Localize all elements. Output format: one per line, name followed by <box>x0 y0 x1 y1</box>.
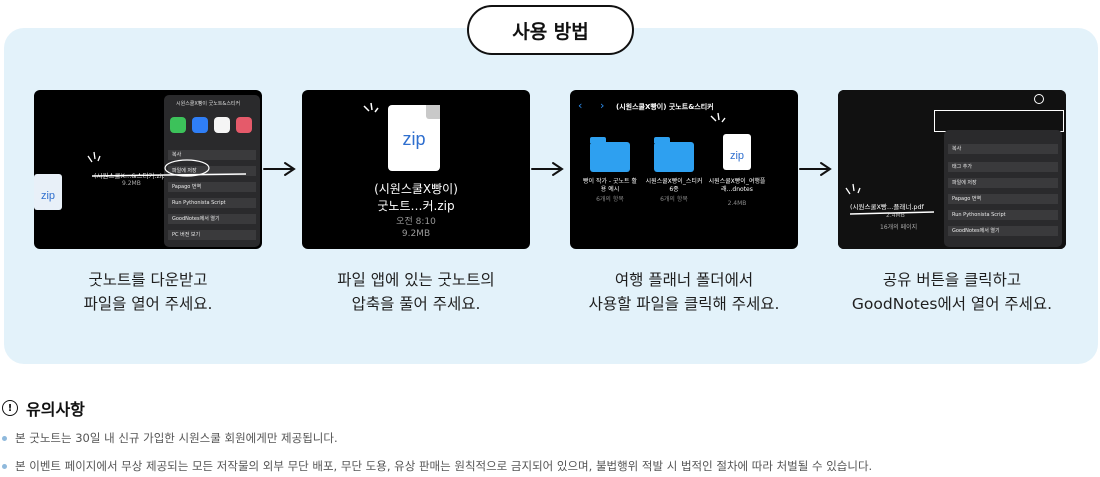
step-4-caption: 공유 버튼을 클릭하고 GoodNotes에서 열어 주세요. <box>851 271 1053 313</box>
photos-app-icon[interactable] <box>236 117 252 133</box>
notice-item: 본 이벤트 페이지에서 무상 제공되는 모든 저작물의 외부 무단 배포, 무단… <box>2 458 872 474</box>
menu-item-pythonista[interactable]: Run Pythonista Script <box>948 210 1058 221</box>
exclamation-circle-icon: ! <box>2 400 18 416</box>
page-count: 16개의 페이지 <box>880 224 918 231</box>
sheet-header: 시원스쿨X빵이 굿노트&스티커 <box>176 101 241 107</box>
back-chevron-icon[interactable]: ‹ <box>578 99 583 112</box>
zip-file-icon: zip <box>34 174 62 210</box>
share-sheet: 시원스쿨X빵이 굿노트&스티커 복사 파일에 저장 Papago 번역 Run … <box>164 95 260 247</box>
menu-item-add-tag[interactable]: 태그 추가 <box>948 162 1058 173</box>
mail-app-icon[interactable] <box>192 117 208 133</box>
folder-title: (시원스쿨X빵이) 굿노트&스티커 <box>616 103 714 111</box>
notice-heading: ! 유의사항 <box>2 396 85 420</box>
file-time: 오전 8:10 <box>396 217 436 227</box>
menu-item-pc-version[interactable]: PC 버전 보기 <box>168 230 256 241</box>
menu-item-save-to-files[interactable]: 파일에 저장 <box>168 166 256 177</box>
folder-meta: 6개의 항목 <box>660 196 688 203</box>
menu-item-pythonista[interactable]: Run Pythonista Script <box>168 198 256 209</box>
file-name: (시원스쿨X빵…플래너.pdf <box>850 203 924 211</box>
menu-item-save-to-files[interactable]: 파일에 저장 <box>948 178 1058 189</box>
menu-item-papago[interactable]: Papago 번역 <box>948 194 1058 205</box>
menu-item-goodnotes[interactable]: GoodNotes에서 열기 <box>948 226 1058 237</box>
file-size: 9.2MB <box>122 180 141 187</box>
folder-meta: 6개의 항목 <box>596 196 624 203</box>
highlight-annotation <box>845 183 935 215</box>
zip-file-icon: zip <box>388 105 440 171</box>
step-1-screenshot: zip (시원스쿨X…&스티커.zip 9.2MB 시원스쿨X빵이 굿노트&스티… <box>34 90 262 249</box>
menu-item-copy[interactable]: 복사 <box>948 144 1058 155</box>
how-to-title: 사용 방법 <box>467 5 634 55</box>
folder-name: 빵이 작가 - 굿노트 활용 예시 <box>583 178 637 193</box>
messages-app-icon[interactable] <box>170 117 186 133</box>
arrow-right-icon <box>531 162 564 176</box>
folder-name: 시원스쿨X빵이_스티커 6종 <box>645 178 703 193</box>
highlight-annotation <box>87 151 247 177</box>
share-sheet: 복사 태그 추가 파일에 저장 Papago 번역 Run Pythonista… <box>944 130 1062 247</box>
step-4-screenshot: 복사 태그 추가 파일에 저장 Papago 번역 Run Pythonista… <box>838 90 1066 249</box>
step-3-screenshot: ‹ › (시원스쿨X빵이) 굿노트&스티커 빵이 작가 - 굿노트 활용 예시 … <box>570 90 798 249</box>
menu-item-copy[interactable]: 복사 <box>168 150 256 161</box>
step-2-screenshot: zip (시원스쿨X빵이) 굿노트…커.zip 오전 8:10 9.2MB <box>302 90 530 249</box>
share-icon[interactable] <box>1034 94 1044 104</box>
notice-item: 본 굿노트는 30일 내 신규 가입한 시원스쿨 회원에게만 제공됩니다. <box>2 430 338 446</box>
sparkle-icon <box>363 102 379 113</box>
file-name: 시원스쿨X빵이_여행플래...dnotes <box>708 178 766 193</box>
zip-file-icon[interactable]: zip <box>723 134 751 170</box>
notes-app-icon[interactable] <box>214 117 230 133</box>
file-size: 2.4MB <box>886 212 905 219</box>
arrow-right-icon <box>263 162 296 176</box>
arrow-right-icon <box>799 162 832 176</box>
folder-icon[interactable] <box>654 137 694 172</box>
file-meta: 2.4MB <box>727 200 747 207</box>
forward-chevron-icon[interactable]: › <box>600 99 605 112</box>
sparkle-icon <box>710 112 726 123</box>
menu-item-goodnotes[interactable]: GoodNotes에서 열기 <box>168 214 256 225</box>
step-3-caption: 여행 플래너 폴더에서 사용할 파일을 클릭해 주세요. <box>588 271 780 313</box>
file-name-line1: (시원스쿨X빵이) <box>374 182 458 196</box>
file-size: 9.2MB <box>401 229 431 239</box>
step-1-caption: 굿노트를 다운받고 파일을 열어 주세요. <box>83 271 213 313</box>
file-name-line2: 굿노트…커.zip <box>377 199 455 213</box>
menu-item-papago[interactable]: Papago 번역 <box>168 182 256 193</box>
folder-icon[interactable] <box>590 137 630 172</box>
step-2-caption: 파일 앱에 있는 굿노트의 압축을 풀어 주세요. <box>337 271 495 313</box>
